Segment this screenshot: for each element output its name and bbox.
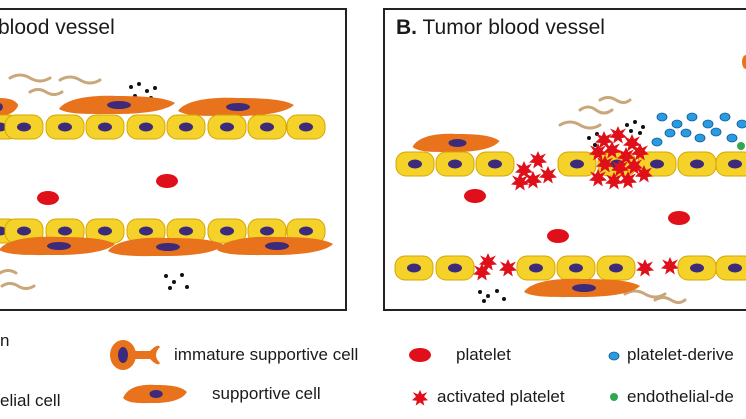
supportive-cell-icon xyxy=(123,384,187,404)
fibers xyxy=(558,96,687,304)
legend-label-endothelial-derived: endothelial-de xyxy=(627,387,734,406)
panel-b-title: B. Tumor blood vessel xyxy=(396,16,605,40)
platelet-derived-factors xyxy=(651,112,746,147)
endothelial-derived-factor xyxy=(737,142,745,150)
legend-label-immature-supportive-cell: immature supportive cell xyxy=(174,345,359,364)
endothelial-row-upper xyxy=(0,114,326,140)
panel-a-border xyxy=(0,8,347,311)
black-dots xyxy=(478,120,645,303)
platelet xyxy=(156,174,178,188)
panel-a xyxy=(0,8,347,311)
immature-supportive-cell-icon xyxy=(110,340,160,370)
legend-label-cut-2: elial cell xyxy=(0,391,61,410)
panel-b xyxy=(383,8,746,311)
endothelial-row-lower xyxy=(394,255,746,281)
platelet xyxy=(464,189,486,203)
fibers xyxy=(0,73,102,290)
platelet xyxy=(668,211,690,225)
legend-icons xyxy=(110,340,620,406)
panel-b-title-text: Tumor blood vessel xyxy=(422,16,605,39)
legend-label-platelet: platelet xyxy=(456,345,511,364)
panel-b-letter: B. xyxy=(396,16,417,39)
platelet xyxy=(37,191,59,205)
supportive-cells-upper xyxy=(0,95,294,117)
panel-a-title: blood vessel xyxy=(0,16,115,40)
panel-b-border xyxy=(383,8,746,311)
legend-label-supportive-cell: supportive cell xyxy=(212,384,321,403)
endothelial-row-upper xyxy=(395,151,746,177)
panel-a-title-text: blood vessel xyxy=(0,16,115,39)
activated-platelet-icon xyxy=(411,389,429,406)
endothelial-derived-icon xyxy=(610,393,618,401)
platelet-icon xyxy=(409,348,431,362)
platelet xyxy=(547,229,569,243)
platelet-derived-icon xyxy=(608,351,620,361)
legend-label-platelet-derived: platelet-derive xyxy=(627,345,734,364)
legend-label-cut-1: n xyxy=(0,331,10,350)
supportive-cells-lower xyxy=(0,236,333,257)
supportive-cell xyxy=(524,278,640,298)
supportive-cell xyxy=(412,133,500,153)
immature-supportive-cell-partial xyxy=(742,55,746,69)
legend-label-activated-platelet: activated platelet xyxy=(437,387,565,406)
